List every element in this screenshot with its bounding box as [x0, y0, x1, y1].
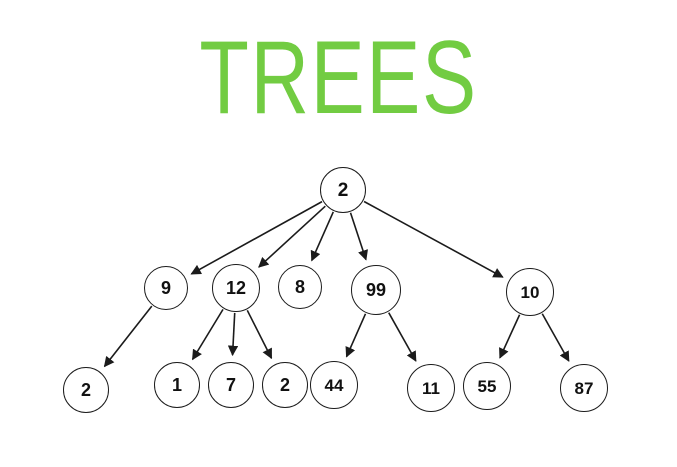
tree-node[interactable]: 87: [560, 364, 608, 412]
tree-edge: [349, 212, 368, 261]
tree-edge: [227, 312, 239, 357]
tree-node[interactable]: 2: [63, 367, 109, 413]
tree-edge: [191, 308, 224, 361]
tree-node-label: 1: [171, 375, 182, 395]
tree-node-label: 10: [520, 282, 540, 302]
tree-node[interactable]: 55: [463, 362, 511, 410]
tree-node[interactable]: 7: [208, 362, 254, 408]
tree-node-label: 44: [324, 375, 344, 395]
tree-node[interactable]: 2: [262, 362, 308, 408]
tree-edge: [103, 305, 153, 368]
tree-edge: [499, 314, 521, 359]
tree-node-label: 7: [225, 375, 236, 395]
page-title: TREES: [199, 20, 478, 136]
tree-edge: [345, 313, 367, 358]
tree-edge: [388, 312, 417, 362]
tree-node[interactable]: 2: [320, 167, 366, 213]
tree-node[interactable]: 9: [144, 266, 188, 310]
tree-node[interactable]: 11: [407, 364, 455, 412]
tree-node-label: 55: [477, 376, 497, 396]
tree-node-label: 2: [337, 179, 349, 201]
tree-node[interactable]: 99: [351, 265, 401, 315]
tree-node[interactable]: 8: [278, 265, 322, 309]
tree-node-label: 9: [160, 278, 171, 298]
tree-node[interactable]: 10: [506, 268, 554, 316]
tree-edge: [246, 309, 273, 360]
tree-node-label: 2: [279, 375, 290, 395]
tree-edge: [190, 200, 323, 275]
tree-node[interactable]: 12: [212, 264, 260, 312]
tree-edge: [310, 211, 335, 262]
tree-node-label: 12: [225, 278, 247, 298]
tree-node-label: 99: [365, 280, 387, 300]
tree-node[interactable]: 1: [154, 362, 200, 408]
tree-node[interactable]: 44: [310, 361, 358, 409]
tree-edge: [258, 205, 326, 268]
tree-node-label: 87: [574, 378, 594, 398]
tree-node-label: 2: [80, 380, 91, 400]
tree-edge: [363, 200, 504, 278]
tree-node-label: 8: [294, 277, 305, 297]
tree-edge: [541, 313, 570, 362]
tree-edge-group: [103, 200, 570, 368]
tree-node-label: 11: [422, 378, 440, 398]
